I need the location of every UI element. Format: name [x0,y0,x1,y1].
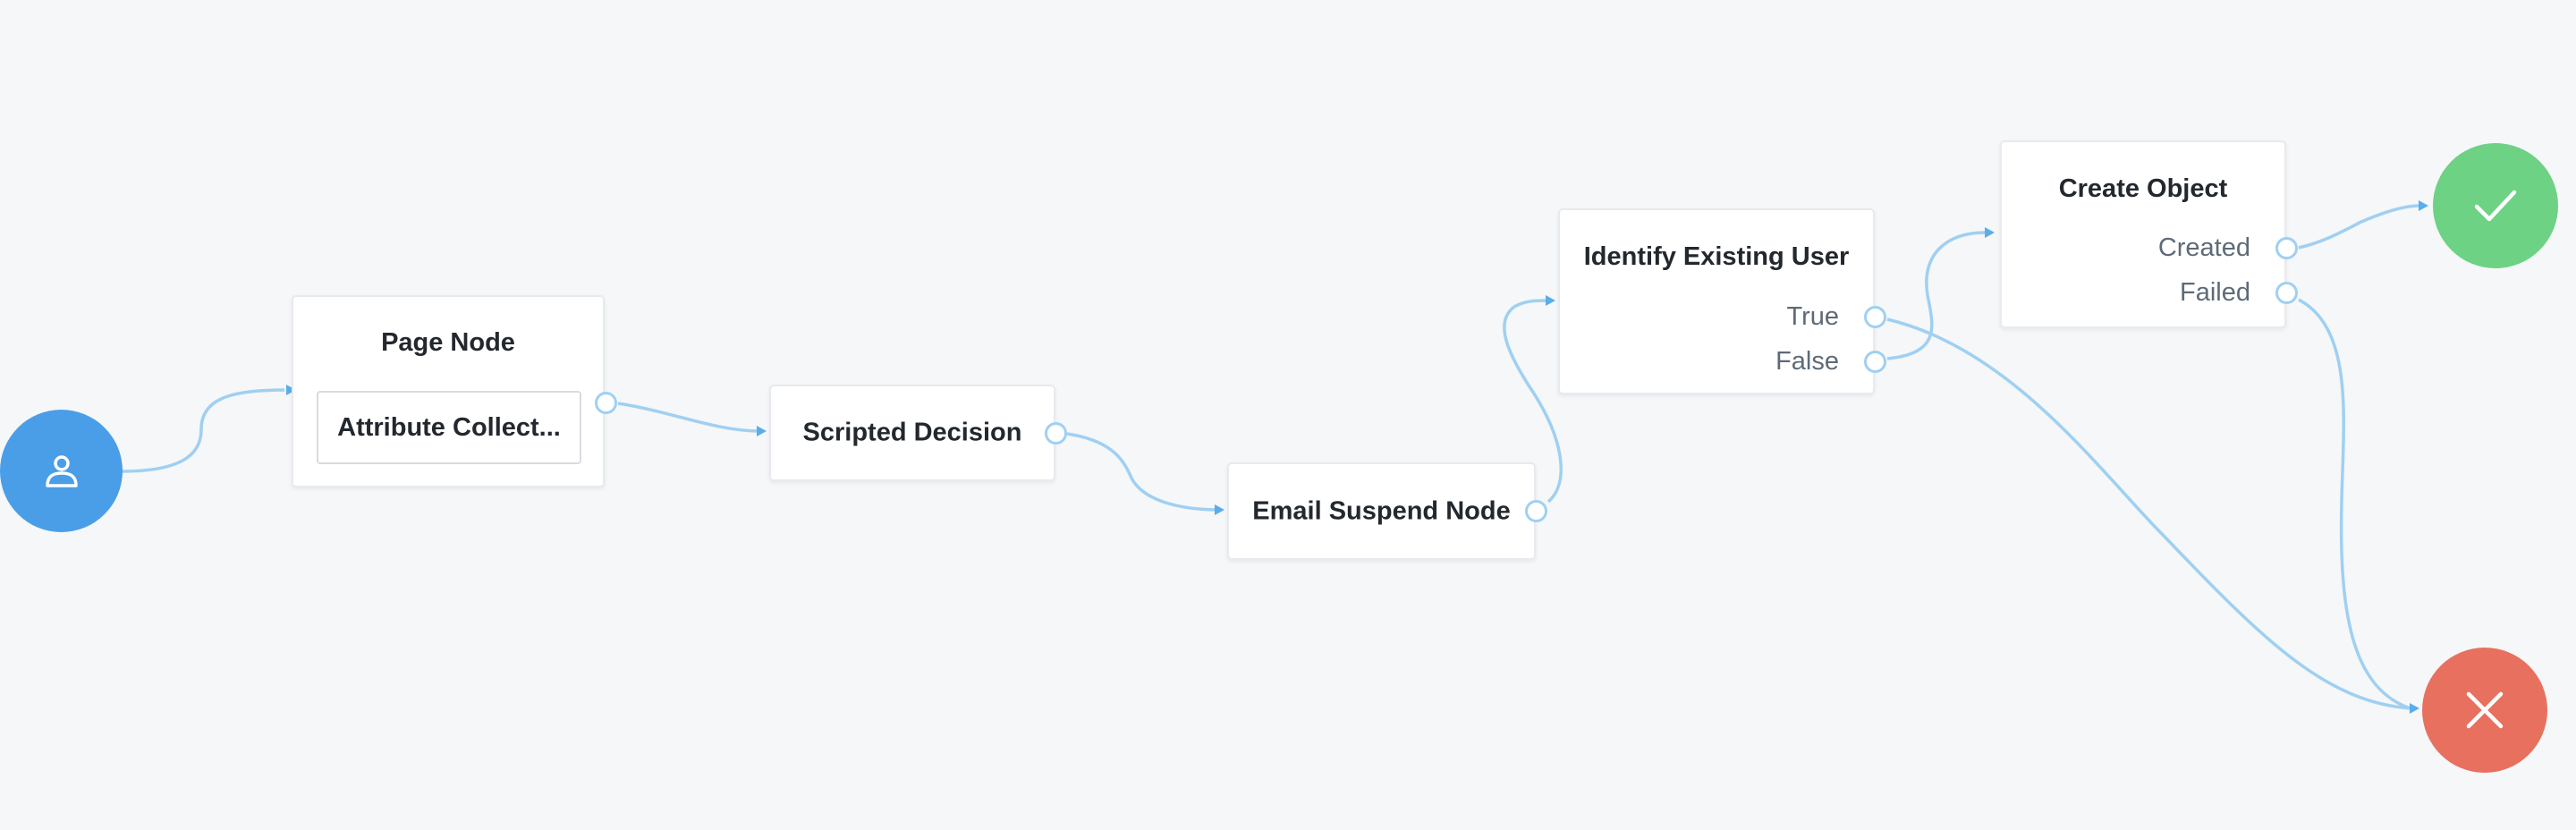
connection-page-node-to-scripted-decision[interactable] [617,402,760,433]
create-failed-port[interactable] [2275,282,2298,304]
create-object-title: Create Object [2058,174,2228,203]
scripted-decision-title: Scripted Decision [802,418,1022,447]
connection-scripted-decision-to-email-suspend[interactable] [1066,432,1220,512]
identify-false-port[interactable] [1864,351,1886,373]
connection-create-failed-to-failure[interactable] [2298,298,2411,710]
user-icon [45,454,78,487]
arrowhead-scripted-decision [757,426,767,436]
arrowhead-page-node [286,385,296,395]
failure-node[interactable] [2422,648,2547,773]
page-node[interactable]: Page Node Attribute Collect... [292,295,605,487]
check-icon [2474,190,2517,222]
connection-start-to-page-node[interactable] [121,388,285,473]
arrowhead-email-suspend [1215,504,1224,515]
connection-email-suspend-to-identify-user[interactable] [1503,299,1563,504]
page-node-outcome-port[interactable] [595,392,617,414]
arrowhead-create-object [1985,227,1995,238]
email-suspend-title: Email Suspend Node [1252,496,1511,525]
outcome-label-false: False [1775,347,1839,376]
scripted-decision-node[interactable]: Scripted Decision [769,385,1055,481]
create-created-port[interactable] [2275,237,2298,259]
connection-create-created-to-success[interactable] [2298,204,2420,250]
page-node-title: Page Node [381,328,515,357]
scripted-decision-outcome-port[interactable] [1045,422,1067,445]
create-object-node[interactable]: Create Object Created Failed [2000,140,2286,328]
arrowhead-success [2419,200,2428,211]
success-node[interactable] [2433,143,2558,268]
attribute-collector-node[interactable]: Attribute Collect... [317,391,581,464]
outcome-label-true: True [1786,302,1839,331]
email-suspend-node[interactable]: Email Suspend Node [1227,462,1536,560]
start-node[interactable] [0,410,123,532]
outcome-label-created: Created [2157,233,2250,262]
email-suspend-outcome-port[interactable] [1525,500,1547,522]
identify-true-port[interactable] [1864,306,1886,328]
connection-identify-true-to-failure[interactable] [1886,318,2411,710]
connection-identify-false-to-create-object[interactable] [1886,231,1987,360]
arrowhead-identify-user [1546,295,1555,306]
outcome-label-failed: Failed [2180,278,2250,307]
arrowhead-failure [2410,703,2419,714]
identify-existing-user-title: Identify Existing User [1583,242,1850,271]
identify-existing-user-node[interactable]: Identify Existing User True False [1558,208,1875,394]
close-icon [2466,691,2504,729]
